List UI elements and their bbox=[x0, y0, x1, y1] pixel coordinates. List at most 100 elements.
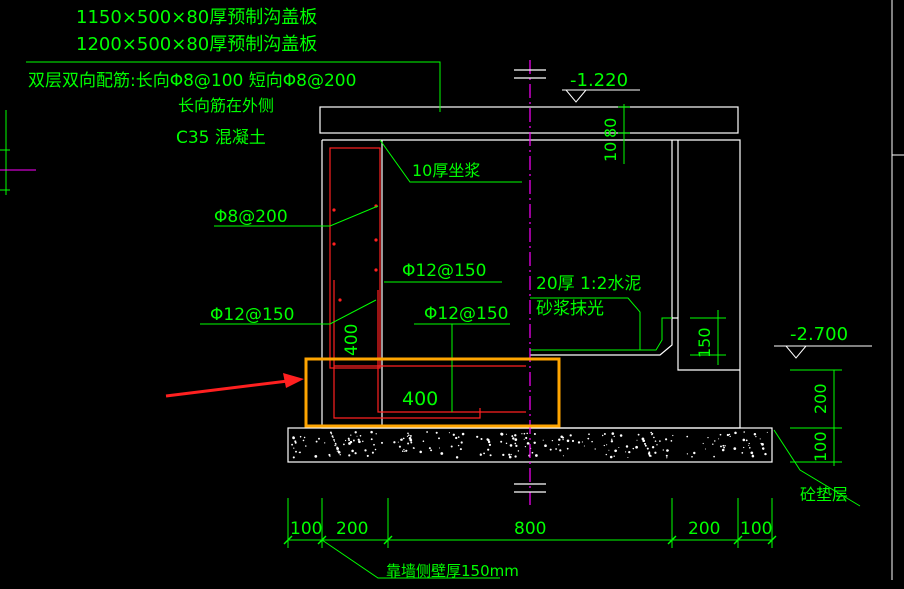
hatch-dot bbox=[508, 455, 512, 459]
hatch-dot bbox=[350, 434, 352, 436]
hatch-dot bbox=[359, 435, 362, 437]
hatch-dot bbox=[292, 456, 295, 459]
hatch-dot bbox=[302, 439, 305, 442]
dim-step-150: 150 bbox=[695, 327, 714, 358]
hatch-dot bbox=[551, 439, 554, 442]
hatch-dot bbox=[603, 444, 605, 447]
hatch-dot bbox=[524, 446, 527, 448]
hatch-dot bbox=[336, 447, 339, 450]
hatch-dot bbox=[358, 440, 361, 444]
hatch-dot bbox=[672, 434, 674, 437]
rebar-dot bbox=[338, 298, 342, 302]
hatch-dot bbox=[299, 435, 302, 438]
hatch-dot bbox=[375, 433, 377, 435]
hatch-dot bbox=[514, 438, 518, 441]
hatch-dot bbox=[305, 445, 307, 447]
dim-bottom-200-right: 200 bbox=[688, 519, 720, 539]
label-phi12-150-top: Φ12@150 bbox=[402, 261, 486, 281]
hatch-dot bbox=[480, 437, 483, 441]
hatch-dot bbox=[693, 451, 696, 455]
cover-slab bbox=[319, 106, 739, 134]
hatch-dot bbox=[347, 437, 350, 440]
hatch-dot bbox=[362, 440, 364, 443]
dim-right-200: 200 bbox=[811, 383, 830, 414]
hatch-dot bbox=[591, 440, 593, 443]
dim-bottom-200-left: 200 bbox=[336, 519, 368, 539]
hatch-dot bbox=[712, 443, 714, 445]
hatch-dot bbox=[610, 440, 614, 443]
hatch-dot bbox=[653, 436, 655, 439]
hatch-dot bbox=[748, 444, 750, 446]
rebar-dot bbox=[374, 268, 378, 272]
label-plaster-2: 砂浆抹光 bbox=[536, 299, 604, 319]
hatch-dot bbox=[514, 434, 517, 437]
hatch-dot bbox=[500, 432, 503, 436]
hatch-dot bbox=[766, 431, 768, 433]
hatch-dot bbox=[393, 441, 396, 444]
hatch-dot bbox=[666, 457, 668, 459]
note-concrete: C35 混凝土 bbox=[176, 128, 266, 148]
hatch-dot bbox=[345, 439, 347, 442]
hatch-dot bbox=[295, 450, 297, 453]
hatch-dot bbox=[354, 452, 357, 455]
hatch-dot bbox=[636, 439, 638, 441]
hatch-dot bbox=[452, 433, 455, 436]
hatch-dot bbox=[762, 448, 765, 450]
hatch-dot bbox=[662, 449, 664, 451]
hatch-dot bbox=[759, 438, 761, 440]
hatch-dot bbox=[403, 448, 405, 451]
label-phi12-150-left: Φ12@150 bbox=[210, 305, 294, 325]
hatch-dot bbox=[637, 433, 640, 436]
hatch-dot bbox=[533, 432, 536, 436]
hatch-dot bbox=[707, 436, 709, 439]
hatch-dot bbox=[651, 433, 653, 436]
hatch-dot bbox=[335, 444, 337, 446]
hatch-dot bbox=[502, 453, 505, 457]
hatch-dot bbox=[558, 444, 560, 446]
hatch-dot bbox=[510, 453, 512, 456]
hatch-dot bbox=[526, 432, 528, 435]
hatch-dot bbox=[514, 455, 517, 458]
note-cover-1150: 1150×500×80厚预制沟盖板 bbox=[76, 7, 317, 28]
hatch-dot bbox=[613, 435, 615, 438]
hatch-dot bbox=[407, 442, 410, 445]
hatch-dot bbox=[315, 440, 318, 443]
hatch-dot bbox=[356, 435, 358, 437]
dim-cover-thickness: 80 bbox=[601, 118, 620, 138]
hatch-dot bbox=[742, 438, 746, 442]
hatch-dot bbox=[408, 434, 410, 436]
hatch-dot bbox=[505, 442, 508, 445]
hatch-dot bbox=[719, 433, 722, 436]
hatch-dot bbox=[329, 455, 331, 457]
hatch-dot bbox=[728, 433, 731, 436]
hatch-dot bbox=[489, 454, 492, 457]
hatch-dot bbox=[348, 439, 350, 441]
hatch-dot bbox=[523, 432, 526, 435]
hatch-dot bbox=[511, 435, 514, 438]
hatch-dot bbox=[409, 438, 413, 442]
hatch-dot bbox=[488, 443, 492, 447]
hatch-dot bbox=[559, 449, 562, 452]
hatch-dot bbox=[618, 446, 620, 449]
dim-bottom-800: 800 bbox=[514, 519, 546, 539]
hatch-dot bbox=[733, 447, 737, 450]
hatch-dot bbox=[625, 445, 629, 448]
hatch-dot bbox=[594, 448, 596, 450]
elevation-top-label: -1.220 bbox=[570, 70, 628, 91]
hatch-dot bbox=[398, 445, 401, 448]
hatch-dot bbox=[512, 437, 515, 440]
hatch-dot bbox=[611, 438, 613, 440]
hatch-dot bbox=[348, 454, 351, 457]
hatch-dot bbox=[666, 449, 669, 452]
hatch-dot bbox=[613, 455, 615, 457]
hatch-dot bbox=[374, 448, 377, 451]
hatch-dot bbox=[723, 446, 725, 449]
hatch-dot bbox=[704, 448, 707, 450]
pointer-arrow bbox=[165, 373, 304, 398]
label-plaster-1: 20厚 1:2水泥 bbox=[536, 274, 641, 294]
hatch-dot bbox=[459, 448, 462, 451]
hatch-dot bbox=[713, 455, 715, 458]
hatch-dot bbox=[748, 442, 750, 445]
highlight-box bbox=[304, 357, 561, 428]
